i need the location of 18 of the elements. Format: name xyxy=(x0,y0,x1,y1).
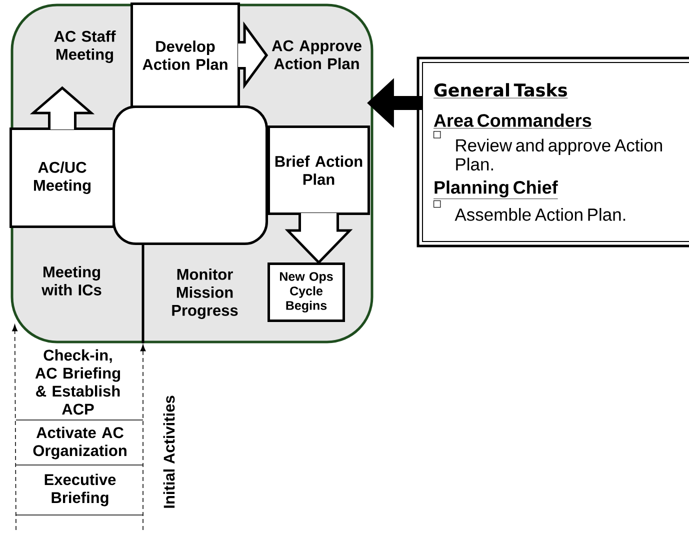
activity-label: Activate AC Organization xyxy=(33,426,126,460)
block-arrow xyxy=(236,21,268,90)
process-box: AC/UC Meeting xyxy=(10,128,115,228)
vertical-label: Initial Activities xyxy=(163,396,175,508)
step-label: Monitor Mission Progress xyxy=(172,268,238,319)
process-box: Develop Action Plan xyxy=(130,2,240,108)
activity-label: Check-in, AC Briefing & Establish ACP xyxy=(35,349,120,415)
block-arrow xyxy=(284,212,353,264)
step-label: AC Staff Meeting xyxy=(54,30,116,63)
dashed-arrow xyxy=(140,344,146,530)
step-label: Meeting with ICs xyxy=(42,266,102,296)
process-box: Brief Action Plan xyxy=(268,126,370,215)
block-arrow xyxy=(30,86,95,131)
activity-label: Executive Briefing xyxy=(44,474,116,506)
process-box: New Ops Cycle Begins xyxy=(268,262,345,322)
task-panel: General Tasks Area Commanders Review and approve Action Plan. Planning Chief Assemble Action Plan. xyxy=(416,56,689,248)
dashed-arrow xyxy=(12,324,18,530)
step-label: AC Approve Action Plan xyxy=(272,40,362,70)
